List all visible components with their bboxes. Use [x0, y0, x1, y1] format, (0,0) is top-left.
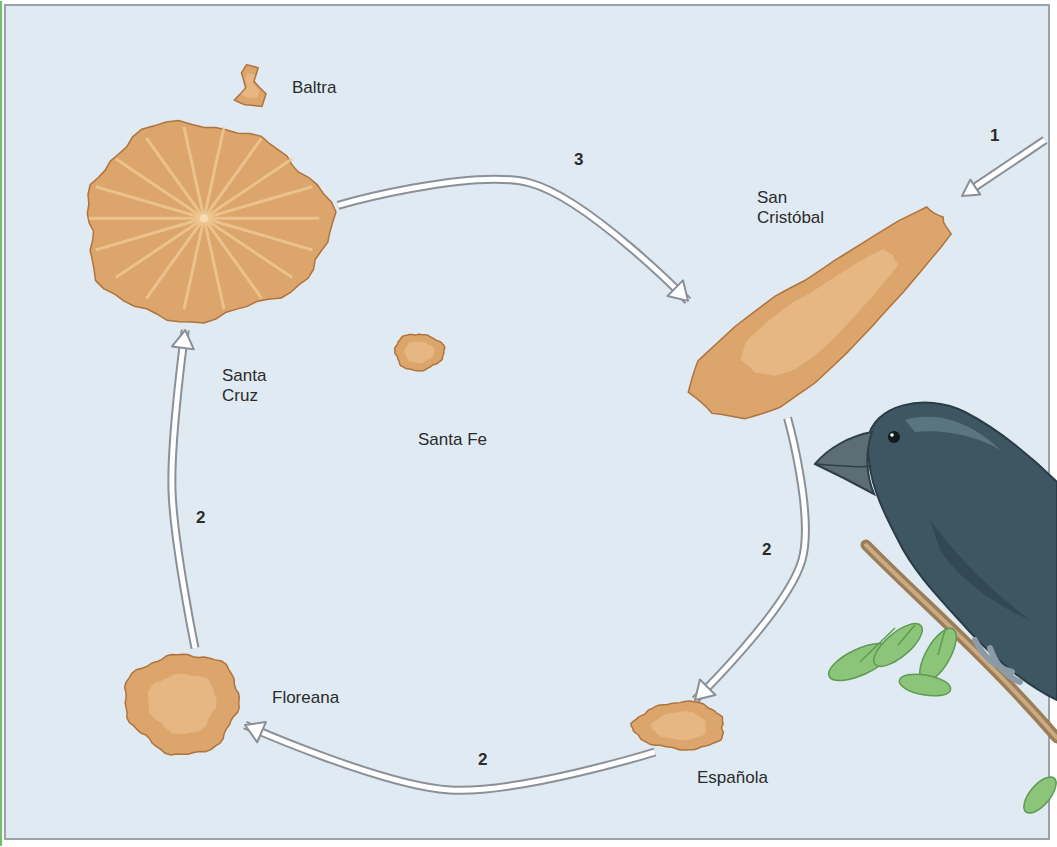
- ridge: [204, 218, 292, 277]
- island: Santa Fe: [392, 332, 446, 372]
- ridge: [204, 159, 292, 218]
- arrow-shaft-inner: [172, 330, 195, 648]
- arrow-shaft: [245, 725, 655, 790]
- arrow-shaft-inner: [338, 179, 688, 301]
- arrowhead: [667, 280, 688, 300]
- island-name: Baltra: [292, 78, 336, 98]
- ridge: [96, 218, 204, 250]
- arrow-shaft: [338, 179, 688, 301]
- arrowhead: [695, 679, 715, 700]
- island-shape: [688, 205, 950, 418]
- dispersal-arrow: [338, 179, 688, 301]
- island-outline: [631, 701, 723, 750]
- ridge: [89, 217, 204, 220]
- callout-number: 2: [760, 540, 773, 559]
- island: Española: [630, 700, 730, 752]
- island-relief: [741, 249, 899, 376]
- island-shape: [392, 332, 446, 372]
- island: San Cristóbal: [688, 205, 950, 418]
- ridge: [116, 218, 204, 277]
- island-shape: [70, 115, 338, 330]
- dispersal-arrow: [245, 722, 655, 790]
- finch: [815, 403, 1057, 700]
- callout-number: 2: [194, 508, 207, 527]
- ridge: [146, 218, 204, 298]
- island-relief: [404, 341, 434, 363]
- island-outline: [688, 207, 951, 419]
- callout-number: 1: [988, 126, 1001, 145]
- island: Baltra: [232, 65, 268, 107]
- frame-edge: [0, 1, 2, 846]
- incoming-arrow: [962, 140, 1045, 196]
- island-outline: [234, 65, 266, 107]
- ridge: [204, 217, 319, 220]
- island-outline: [395, 334, 445, 371]
- ridge: [116, 159, 204, 218]
- ridge: [204, 218, 312, 250]
- arrowhead: [172, 330, 194, 349]
- island-relief: [241, 73, 260, 98]
- ridge: [184, 127, 204, 218]
- arrowhead: [245, 722, 266, 742]
- arrow-shaft-inner: [695, 418, 805, 700]
- island-relief: [651, 711, 706, 740]
- arrow-shaft: [172, 330, 195, 648]
- ridge: [204, 187, 312, 219]
- island: Santa Cruz: [70, 115, 338, 330]
- arrow-shaft: [695, 418, 805, 700]
- island-outline: [87, 120, 336, 322]
- island-name: Floreana: [272, 688, 339, 708]
- ridge: [96, 187, 204, 219]
- island-shape: [120, 648, 245, 758]
- callout-number: 2: [476, 750, 489, 769]
- callout-number: 3: [572, 150, 585, 169]
- island-outline: [125, 654, 240, 755]
- ridge: [204, 138, 262, 218]
- island-shape: [232, 65, 268, 107]
- ridge: [204, 218, 224, 309]
- dispersal-arrow: [172, 330, 195, 648]
- island-name: Santa Cruz: [222, 366, 266, 407]
- peak: [200, 214, 208, 222]
- arrow-shaft-inner: [245, 725, 655, 790]
- dispersal-arrow: [695, 418, 805, 700]
- island-name: Española: [697, 768, 768, 788]
- island-shape: [630, 700, 730, 752]
- island-name: San Cristóbal: [757, 188, 824, 229]
- island: Floreana: [120, 648, 245, 758]
- island-relief: [148, 674, 217, 734]
- island-name: Santa Fe: [418, 430, 487, 450]
